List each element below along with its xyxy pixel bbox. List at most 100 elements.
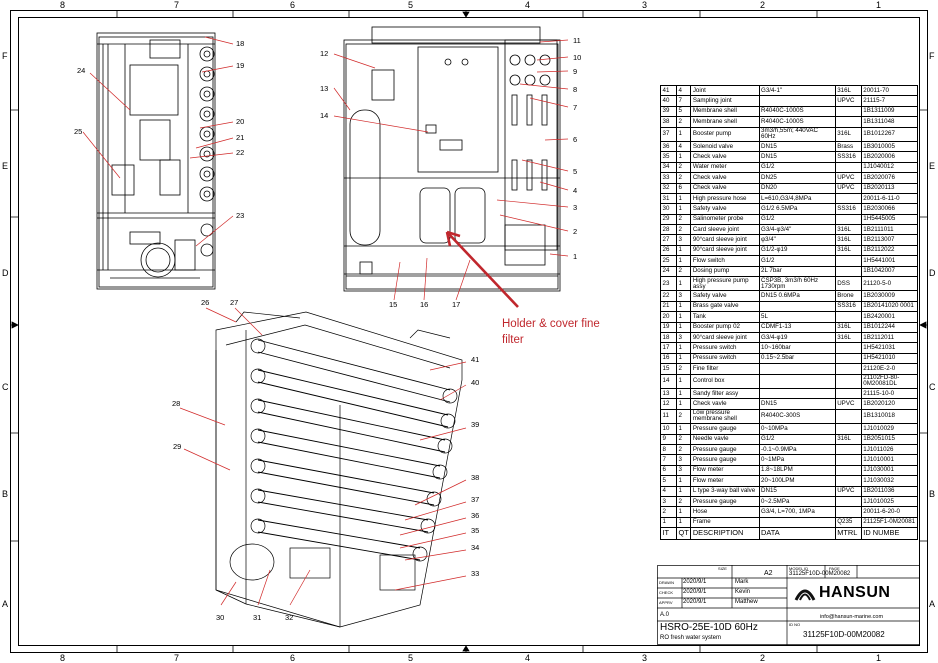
bom-cell: Water meter <box>690 161 760 174</box>
inner-border <box>18 17 920 646</box>
bom-cell: Flow switch <box>690 255 760 267</box>
zone-top-6: 6 <box>290 0 296 10</box>
bom-cell: 1B2020006 <box>860 151 919 163</box>
zone-right-E: E <box>929 161 936 171</box>
callout-18: 18 <box>236 39 245 48</box>
bom-cell: 316L <box>834 331 862 344</box>
bom-cell: 17 <box>659 342 678 354</box>
bom-cell <box>758 387 836 400</box>
bom-cell <box>834 475 862 487</box>
callout-21: 21 <box>236 133 245 142</box>
callout-9: 9 <box>573 67 578 76</box>
bom-cell: Pressure switch <box>690 342 760 354</box>
bom-cell <box>834 363 862 375</box>
bom-cell: 2 <box>676 224 692 236</box>
bom-cell: 1 <box>676 276 692 292</box>
bom-cell <box>834 161 862 174</box>
bom-cell: 316L <box>834 244 862 257</box>
bom-cell: 24 <box>659 265 678 278</box>
apprv-date: 2020/9/1 <box>683 599 707 605</box>
bom-cell: CDMF1-13 <box>758 321 836 334</box>
bom-cell: 6 <box>676 182 692 194</box>
callout-23: 23 <box>236 211 245 220</box>
bom-cell: 2L 7bar <box>758 265 836 278</box>
bom-cell: UPVC <box>834 182 862 194</box>
bom-cell: Membrane shell <box>690 116 760 128</box>
bom-cell <box>834 311 862 323</box>
bom-cell: 1B2112022 <box>860 244 919 257</box>
zone-top-1: 1 <box>876 0 882 10</box>
bom-cell: Check valve <box>690 182 760 194</box>
brand-name: HANSUN <box>819 584 891 601</box>
callout-24: 24 <box>77 66 86 75</box>
bom-cell: 1 <box>676 485 692 497</box>
bom-cell: 316L <box>834 84 862 97</box>
bom-cell: 1 <box>676 506 692 518</box>
zone-left-E: E <box>2 161 9 171</box>
hansun-logo-icon <box>794 589 816 601</box>
bom-cell: Brone <box>834 290 862 302</box>
callout-30: 30 <box>216 613 225 622</box>
hansun-logo: HANSUN <box>794 584 912 602</box>
model-label: MODEL ID <box>789 566 809 571</box>
callout-3: 3 <box>573 203 578 212</box>
bom-cell: 0~2.5MPa <box>758 495 836 508</box>
bom-cell <box>758 95 836 107</box>
bom-cell: 32 <box>659 182 678 194</box>
bom-cell: Control box <box>690 373 760 389</box>
bom-cell: DSS <box>834 276 862 292</box>
bom-cell: G1/2 <box>758 255 836 267</box>
bom-cell: 34 <box>659 161 678 174</box>
outer-border <box>10 10 928 653</box>
bom-cell: 1 <box>676 516 692 529</box>
bom-cell: 0.15~2.5bar <box>758 352 836 365</box>
zone-bottom-5: 5 <box>408 653 414 663</box>
bom-cell: 20011-70 <box>860 84 919 97</box>
bom-cell: 1H5421010 <box>860 352 919 365</box>
bom-cell: 6 <box>659 464 678 477</box>
zone-left-D: D <box>2 268 9 278</box>
bom-cell: L type 3-way ball valve <box>690 485 760 497</box>
bom-cell: 1J1040012 <box>860 161 919 174</box>
callout-36: 36 <box>471 511 480 520</box>
bom-cell: 1J1010029 <box>860 423 919 435</box>
bom-cell: 90°card sleeve joint <box>690 244 760 257</box>
bom-cell: Safety valve <box>690 290 760 302</box>
bom-cell <box>834 464 862 477</box>
zone-right-B: B <box>929 489 936 499</box>
bom-cell: 21115-10-0 <box>860 387 919 400</box>
bom-cell: SS316 <box>834 300 862 313</box>
bom-cell: 30 <box>659 203 678 215</box>
callout-33: 33 <box>471 569 480 578</box>
bom-cell: Q235 <box>834 516 862 529</box>
bom-cell: 11 <box>659 408 678 425</box>
bom-cell: 20011-6-20-0 <box>860 506 919 518</box>
bom-cell: 5 <box>659 475 678 487</box>
drawing-subtitle: RO fresh water system <box>660 635 722 641</box>
bom-cell: 1J1030032 <box>860 475 919 487</box>
bom-cell: 1.8~18LPM <box>758 464 836 477</box>
bom-cell: 28 <box>659 224 678 236</box>
bom-cell: 36 <box>659 140 678 153</box>
bom-cell: Brass gate valve <box>690 300 760 313</box>
bom-cell: 7 <box>659 454 678 466</box>
bom-cell <box>834 443 862 456</box>
bom-cell: 4 <box>676 84 692 97</box>
bom-cell: 1 <box>676 300 692 313</box>
bom-cell <box>834 342 862 354</box>
bom-cell: 1B2020076 <box>860 172 919 184</box>
bom-cell <box>834 454 862 466</box>
bom-cell <box>834 387 862 400</box>
callout-37: 37 <box>471 495 480 504</box>
bom-cell <box>834 495 862 508</box>
page-label: PAGE <box>829 566 840 571</box>
bom-cell: 90°card sleeve joint <box>690 331 760 344</box>
